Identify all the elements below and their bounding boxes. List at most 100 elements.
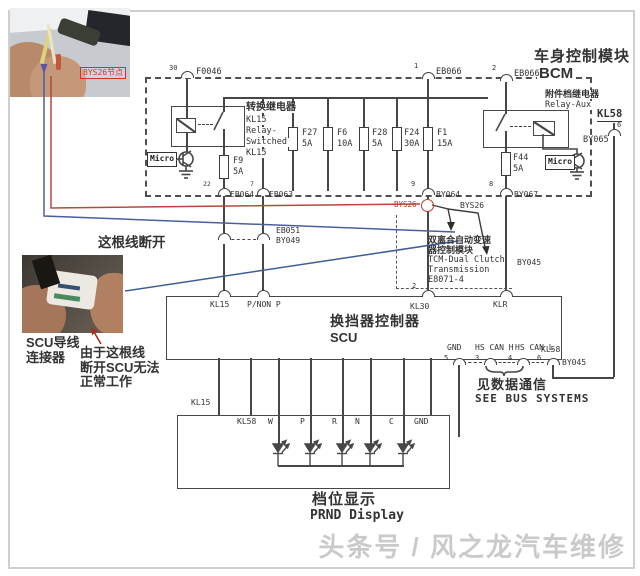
prnd-pin-p: P [300,417,305,426]
wire-segment [223,244,225,291]
by064-pin: 9 [411,180,416,188]
wire-segment [262,196,264,233]
photo2-note-3: 正常工作 [80,374,133,389]
bus-note-en: SEE BUS SYSTEMS [475,392,590,405]
wire-segment [427,149,429,188]
wire-segment [223,196,225,233]
scu-pin-kl15: KL15 [210,300,230,309]
wire-segment [327,149,329,191]
tcm-boundary-v [396,215,397,289]
fuse-f6-name: F6 [337,128,348,138]
by045-kl58-label: BY045 [562,358,587,367]
connector-arc-icon [500,74,513,81]
kl15-wire-label: KL15 [191,398,211,407]
prnd-pin-n: N [355,417,360,426]
bus-note-cn: 见数据通信 [477,377,548,392]
wire-segment [403,358,405,415]
wire-segment [250,358,252,415]
wire-segment [327,98,329,127]
connector-arc-icon [181,71,194,78]
dashed-link [226,239,256,240]
fuse-icon [359,127,369,151]
prnd-pin-r: R [332,417,337,426]
scu-title: 换挡器控制器 [330,313,420,329]
bys26-node-circle [421,199,434,212]
photo2-note-2: 断开SCU无法 [80,360,160,375]
fuse-f6-rating: 10A [337,139,353,149]
eb063-label: EB063 [269,190,294,199]
by067-pin: 8 [489,180,494,188]
wire-segment [292,149,294,191]
relay-aux-name: 附件档继电器 [545,89,602,99]
scu-pin-hscanh: HS CAN H [475,343,514,352]
by065-label: BY065 [583,135,609,145]
connector-arc-icon [422,290,435,297]
wire-segment [370,358,372,415]
wire-segment [342,415,344,444]
scu-pin-pnonp: P/NON P [247,300,281,309]
bys26-branch-label: BYS26 [460,201,485,210]
prnd-caption-cn: 档位显示 [312,491,377,508]
bcm-title: 车身控制模块 [534,48,631,65]
micro-label-right: Micro [545,155,575,170]
connector-arc-icon [484,358,497,365]
micro-label-left: Micro [147,152,177,167]
scu-pin-kl30: KL30 [410,302,430,311]
connector-arc-icon [257,290,270,297]
fuse-icon [501,152,511,176]
scu-pin-gnd: GND [447,343,462,352]
scu-pin-klr: KLR [493,300,508,309]
connector-arc-icon [257,233,270,240]
by045-klr-label: BY045 [517,258,542,267]
fuse-f28-rating: 5A [372,139,383,149]
scu-pin-hscanl: HS CAN L [515,343,554,352]
relay-aux-line2: Relay-Aux [545,100,594,110]
tcm-line3: TCM-Dual Clutch [428,255,505,265]
relay-switched-coil [176,118,196,133]
connector-arc-icon [517,358,530,365]
eb063-pin: 7 [250,180,254,188]
bys26-node-label: BYS26 [394,200,417,209]
wire-segment [223,97,225,112]
eb051-label: EB051 [276,226,301,235]
fuse-icon [392,127,402,151]
fuse-f28-name: F28 [372,128,388,138]
tcm-line5: E8071-4 [428,275,464,285]
bcm-abbr: BCM [537,65,576,82]
connector-arc-icon [500,290,513,297]
photo2-caption-1: SCU导线 [26,335,80,350]
connector-arc-icon [422,188,435,195]
wire-segment [186,132,188,152]
dashed-link [463,362,482,363]
photo2-note-1: 由于这根线 [80,345,146,360]
fuse-f24-rating: 30A [404,139,420,149]
watermark-text: 头条号 / 风之龙汽车维修 [318,532,626,562]
relay-aux-coil [533,121,555,136]
page-border [8,10,635,569]
wire-segment [310,358,312,415]
prnd-display-box [177,415,450,489]
tcm-line4: Transmission [428,265,490,275]
eb066-1-pin: 1 [414,62,419,70]
dashed-link [527,362,544,363]
eb064-label: EB064 [230,190,255,199]
relay-switched-line5: KL15 [246,148,269,158]
by064-label: BY064 [436,190,461,199]
connector-arc-icon [608,129,621,136]
connector-arc-icon [453,358,466,365]
connector-arc-icon [547,358,560,365]
wire-segment [505,196,507,290]
wire-segment [552,377,614,379]
scu-pin-kl58: KL58 [541,345,561,354]
wire-segment [396,149,398,191]
wire-segment [223,97,488,99]
fuse-f1-rating: 15A [437,139,453,149]
relay-switched-name: 转换继电器 [246,102,298,113]
fuse-f44-rating: 5A [513,164,524,174]
eb066-1-label: EB066 [436,67,462,77]
dashed-link [510,126,531,127]
by067-label: BY067 [514,190,539,199]
eb064-pin: 22 [203,180,211,188]
wire-segment [396,98,398,127]
